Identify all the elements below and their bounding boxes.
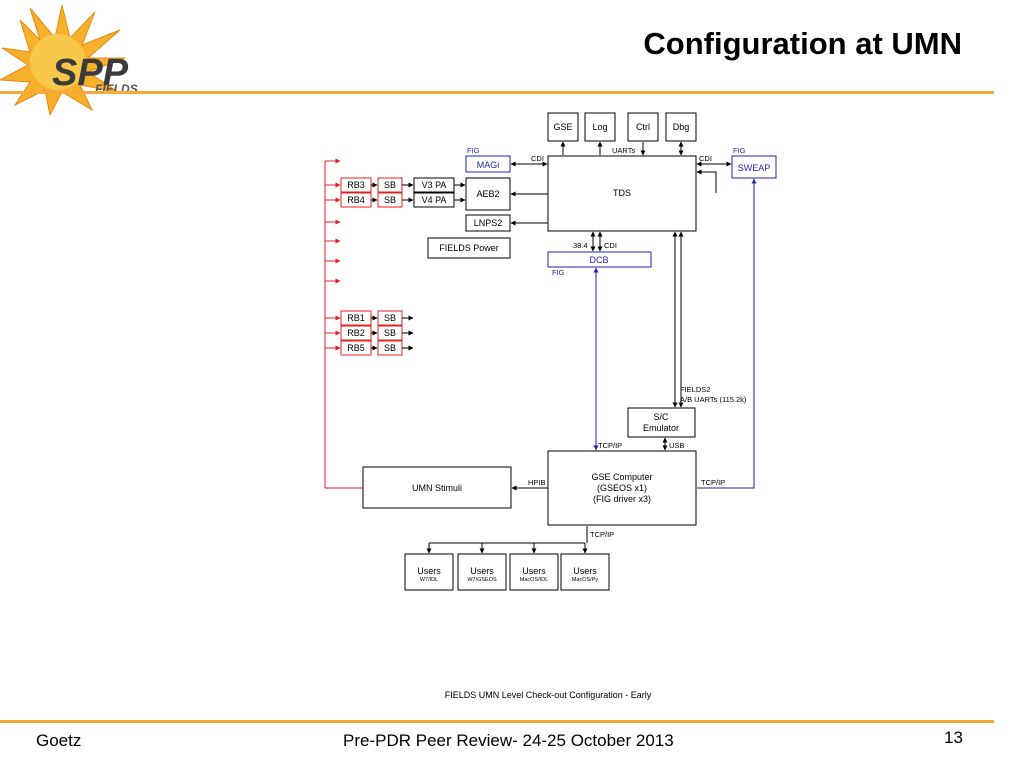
aeb2-label: AEB2 — [476, 189, 499, 199]
rb5-label: RB5 — [347, 343, 365, 353]
diagram-caption: FIELDS UMN Level Check-out Configuration… — [445, 690, 652, 700]
tcpip-label-sweap: TCP/IP — [701, 478, 725, 487]
slide-title: Configuration at UMN — [643, 26, 962, 61]
users-box-1 — [404, 553, 454, 591]
cdi-label-magi: CDI — [531, 154, 544, 163]
umn-stimuli-label: UMN Stimuli — [412, 483, 462, 493]
dbg-box — [665, 112, 697, 142]
fields2-label: FIELDS2 — [680, 385, 710, 394]
sweap-label: SWEAP — [738, 163, 771, 173]
sc-emulator-label-2: Emulator — [643, 423, 679, 433]
tds-label: TDS — [613, 188, 631, 198]
gse-label: GSE — [553, 122, 572, 132]
sb-label-3: SB — [384, 313, 396, 323]
rb2-label: RB2 — [347, 328, 365, 338]
users-sub-3: MacOS/IDL — [520, 577, 548, 583]
sb-label-2: SB — [384, 195, 396, 205]
hpib-label: HPIB — [528, 478, 546, 487]
rb3-label: RB3 — [347, 180, 365, 190]
footer-page-number: 13 — [944, 728, 963, 747]
footer-author: Goetz — [36, 731, 82, 750]
footer-rule — [0, 720, 994, 723]
gse-box — [547, 112, 579, 142]
lnps2-label: LNPS2 — [474, 218, 503, 228]
ctrl-label: Ctrl — [636, 122, 650, 132]
gse-computer-label-2: (GSEOS x1) — [597, 483, 647, 493]
cdi-label-dcb: CDI — [604, 241, 617, 250]
sun-burst-icon — [0, 4, 126, 115]
aeb2-box — [465, 177, 511, 211]
users-box-4 — [560, 553, 610, 591]
magi-box — [465, 155, 511, 173]
rate-label: 38.4 — [573, 241, 588, 250]
users-sub-1: W7/IDL — [420, 577, 438, 583]
log-label: Log — [592, 122, 607, 132]
lnps2-box — [465, 214, 511, 232]
rb4-label: RB4 — [347, 195, 365, 205]
gse-computer-label-3: (FIG driver x3) — [593, 494, 651, 504]
spp-fields-logo: SPP FIELDS — [0, 4, 138, 115]
sweap-box — [731, 155, 777, 179]
fields-power-label: FIELDS Power — [439, 243, 499, 253]
footer-event: Pre-PDR Peer Review- 24-25 October 2013 — [343, 731, 674, 750]
sb-label-5: SB — [384, 343, 396, 353]
usb-label: USB — [669, 441, 684, 450]
fields-power-box — [427, 237, 511, 259]
gse-to-sweap-link — [697, 178, 757, 489]
users-label-2: Users — [470, 566, 494, 576]
tcpip-label-dcb: TCP/IP — [598, 441, 622, 450]
fig-label-magi: FIG — [467, 146, 480, 155]
cdi-label-sweap: CDI — [699, 154, 712, 163]
sc-emulator-box — [627, 407, 696, 438]
tcpip-label-users: TCP/IP — [590, 530, 614, 539]
header-rule — [0, 91, 994, 94]
sb-label-1: SB — [384, 180, 396, 190]
fig-label-sweap: FIG — [733, 146, 746, 155]
gse-computer-label-1: GSE Computer — [591, 472, 652, 482]
users-box-2 — [457, 553, 507, 591]
users-label-1: Users — [417, 566, 441, 576]
users-box-3 — [509, 553, 559, 591]
ctrl-box — [627, 112, 659, 142]
users-sub-4: MacOS/Py — [572, 577, 599, 583]
sc-emulator-label-1: S/C — [653, 412, 669, 422]
v4pa-label: V4 PA — [422, 195, 447, 205]
log-box — [584, 112, 616, 142]
users-sub-2: W7/GSEOS — [467, 577, 497, 583]
dcb-box — [547, 251, 652, 268]
dbg-label: Dbg — [673, 122, 690, 132]
fig-label-dcb: FIG — [552, 268, 565, 277]
sb-label-4: SB — [384, 328, 396, 338]
users-label-3: Users — [522, 566, 546, 576]
users-label-4: Users — [573, 566, 597, 576]
dcb-label: DCB — [589, 255, 608, 265]
uarts-rate-label: A/B UARTs (115.2k) — [680, 395, 747, 404]
v3pa-label: V3 PA — [422, 180, 447, 190]
uarts-label: UARTs — [612, 146, 635, 155]
rb1-label: RB1 — [347, 313, 365, 323]
magi-label: MAGi — [477, 160, 500, 170]
logo-main-text: SPP — [52, 52, 129, 94]
